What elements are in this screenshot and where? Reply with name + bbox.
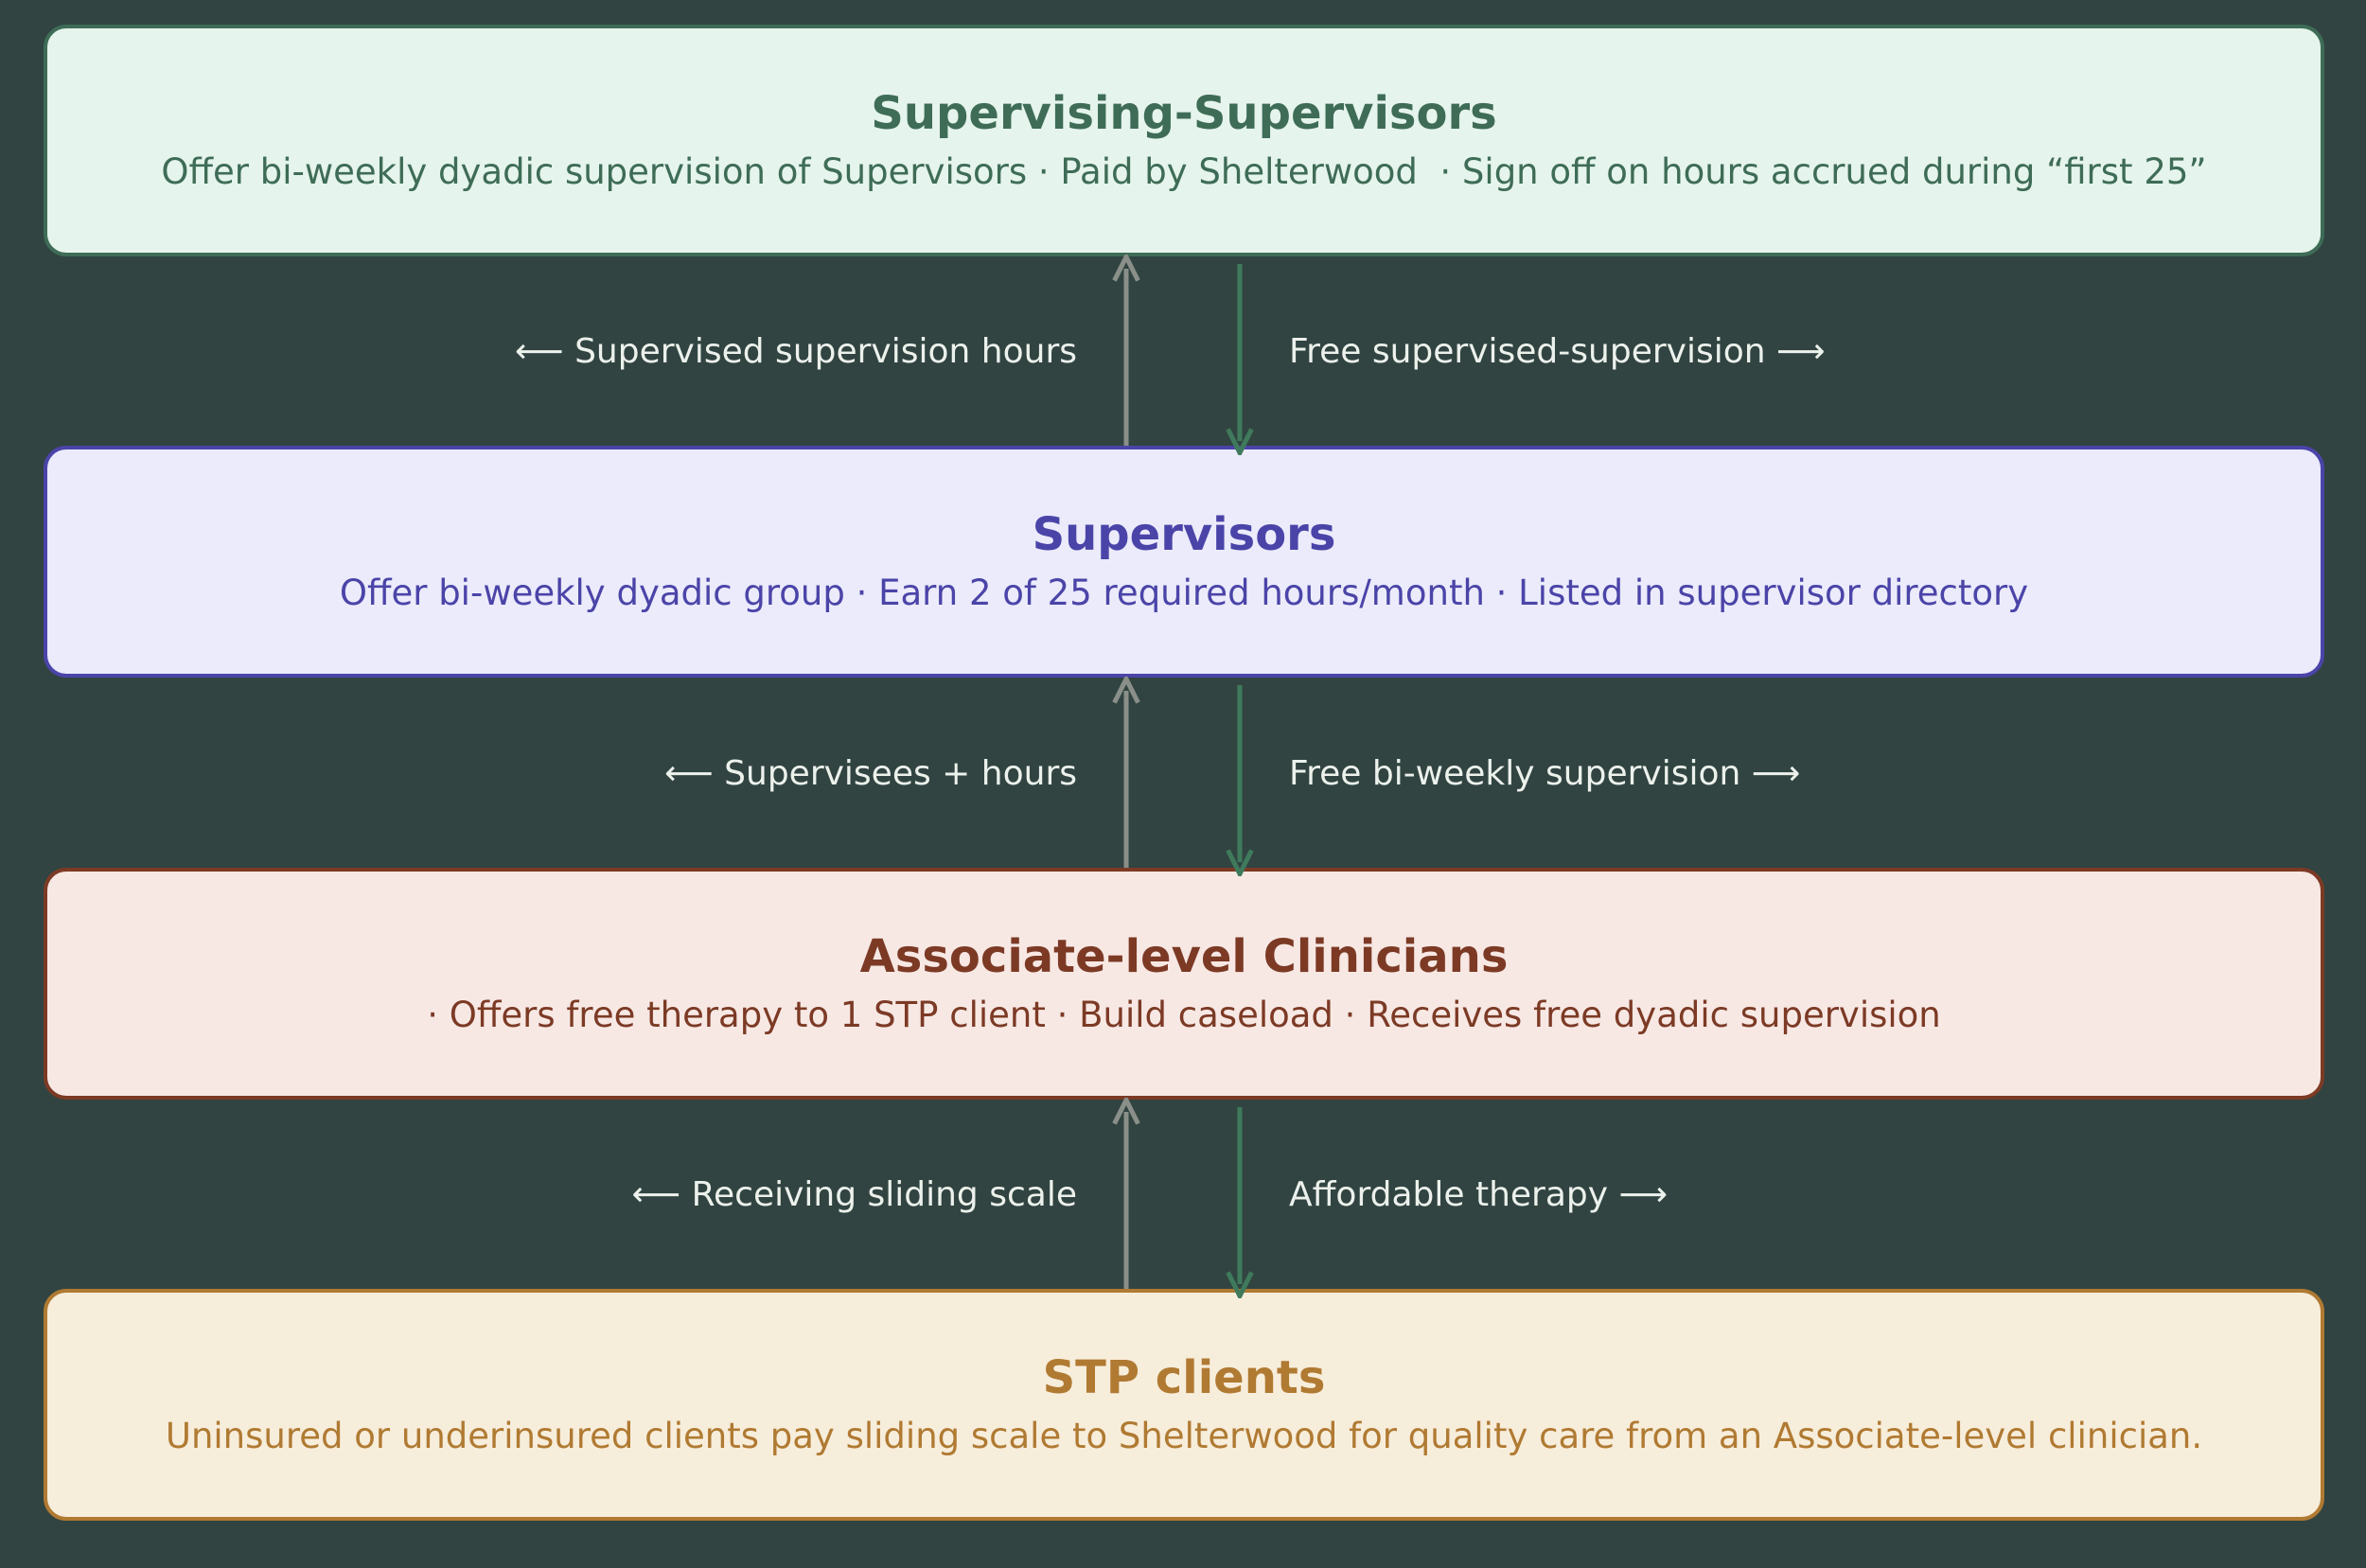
tier-description: Offer bi-weekly dyadic supervision of Su… [161,150,2207,192]
tier-title: Supervising-Supervisors [871,86,1497,140]
tier-associate-clinicians: Associate-level Clinicians · Offers free… [44,868,2324,1100]
tier-description: · Offers free therapy to 1 STP client · … [427,994,1941,1035]
flow-up-label: ⟵ Receiving sliding scale [631,1175,1077,1214]
flow-up-label: ⟵ Supervised supervision hours [515,332,1077,371]
tier-title: Supervisors [1032,507,1336,561]
tier-stp-clients: STP clients Uninsured or underinsured cl… [44,1289,2324,1521]
tier-description: Uninsured or underinsured clients pay sl… [165,1415,2203,1456]
tier-title: STP clients [1042,1350,1326,1404]
tier-supervisors: Supervisors Offer bi-weekly dyadic group… [44,446,2324,678]
tier-supervising-supervisors: Supervising-Supervisors Offer bi-weekly … [44,25,2324,256]
flow-up-label: ⟵ Supervisees + hours [664,754,1077,793]
tier-description: Offer bi-weekly dyadic group · Earn 2 of… [339,572,2029,613]
flow-down-label: Free supervised-supervision ⟶ [1289,332,1826,371]
flow-down-label: Free bi-weekly supervision ⟶ [1289,754,1801,793]
flow-down-label: Affordable therapy ⟶ [1289,1175,1669,1214]
tier-title: Associate-level Clinicians [859,929,1509,983]
